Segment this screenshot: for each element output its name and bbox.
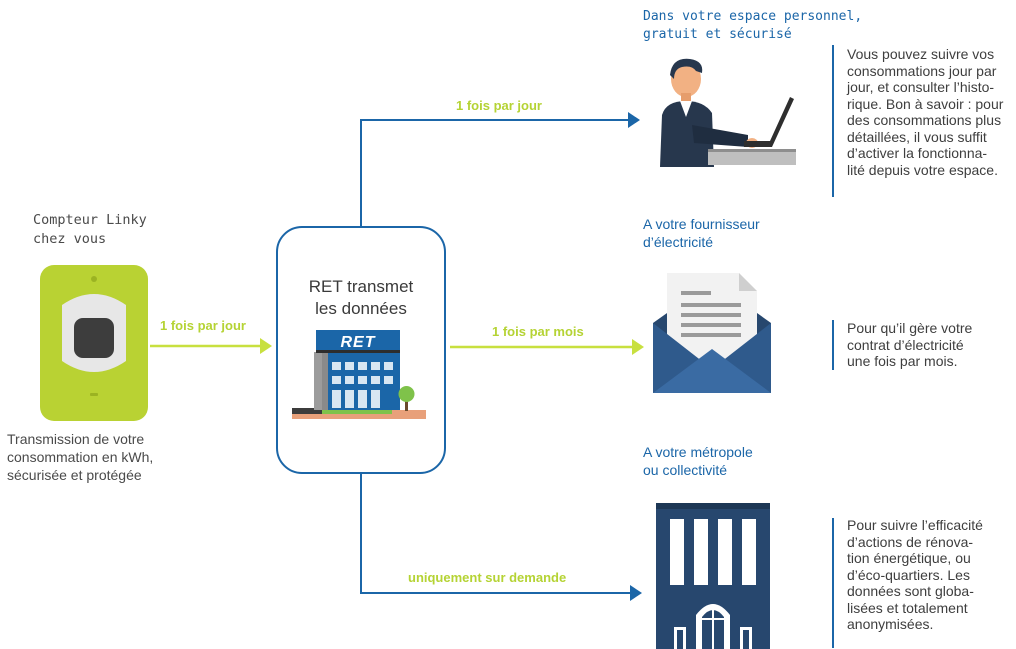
personal-text-line: détaillées, il vous suffit	[847, 128, 987, 145]
personal-text-line: rique. Bon à savoir : pour	[847, 95, 1004, 112]
supplier-description: Pour qu’il gère votre contrat d’électric…	[847, 320, 1012, 370]
ret-title-line1: RET transmet	[308, 277, 414, 296]
arrow-meter-to-ret-head	[260, 338, 272, 354]
city-hall-building-icon	[656, 503, 770, 649]
meter-caption-line3: sécurisée et protégée	[7, 467, 142, 483]
supplier-title: A votre fournisseur d’électricité	[643, 215, 760, 251]
metropole-text-bar	[832, 518, 834, 648]
supplier-text-bar	[832, 320, 834, 370]
metropole-text-line: d’actions de rénova-	[847, 533, 974, 550]
meter-caption-line2: consommation en kWh,	[7, 449, 154, 465]
metropole-text-line: tion énergétique, ou	[847, 550, 971, 566]
linky-meter-icon	[40, 265, 148, 421]
meter-caption-line1: Transmission de votre	[7, 431, 145, 447]
metropole-description: Pour suivre l’efficacité d’actions de ré…	[847, 517, 1012, 633]
arrow-to-metropole-line	[360, 472, 630, 594]
personal-title-line1: Dans votre espace personnel,	[643, 9, 863, 24]
metropole-text-line: Pour suivre l’efficacité	[847, 517, 983, 533]
meter-caption: Transmission de votre consommation en kW…	[7, 430, 153, 484]
supplier-title-line2: d’électricité	[643, 234, 714, 250]
arrow-to-personal-head	[628, 112, 640, 128]
personal-text-line: lité depuis votre espace.	[847, 161, 998, 178]
meter-title-line2: chez vous	[33, 231, 107, 247]
supplier-text-line: une fois par mois.	[847, 353, 958, 369]
arrow-to-supplier-head	[632, 339, 644, 355]
label-to-metropole: uniquement sur demande	[408, 570, 567, 585]
metropole-text-line: anonymisées.	[847, 616, 934, 632]
personal-title: Dans votre espace personnel, gratuit et …	[643, 8, 862, 44]
arrow-to-metropole-head	[630, 585, 642, 601]
ret-title: RET transmet les données	[278, 276, 444, 320]
label-to-personal: 1 fois par jour	[456, 98, 542, 113]
ret-building-icon: RET	[292, 330, 426, 419]
personal-text-line: Vous pouvez suivre vos	[847, 46, 995, 62]
personal-description: Vous pouvez suivre vos consommations jou…	[847, 46, 1012, 178]
envelope-letter-icon	[653, 273, 771, 393]
personal-text-line: jour, et consulter l’histo-	[847, 79, 995, 95]
metropole-title: A votre métropole ou collectivité	[643, 443, 753, 479]
ret-title-line2: les données	[315, 299, 407, 318]
metropole-text-line: d’éco-quartiers. Les	[847, 566, 970, 583]
ret-logo-text: RET	[341, 334, 376, 351]
supplier-title-line1: A votre fournisseur	[643, 216, 760, 232]
meter-title: Compteur Linky chez vous	[33, 211, 147, 249]
personal-text-line: consommations jour par	[847, 62, 997, 79]
arrow-to-personal-line	[360, 119, 628, 228]
supplier-text-line: Pour qu’il gère votre	[847, 320, 973, 336]
metropole-title-line2: ou collectivité	[643, 462, 728, 478]
label-to-supplier: 1 fois par mois	[492, 324, 584, 339]
metropole-title-line1: A votre métropole	[643, 444, 753, 460]
personal-text-line: des consommations plus	[847, 112, 1002, 128]
personal-text-line: d’activer la fonctionna-	[847, 145, 988, 161]
metropole-text-line: lisées et totalement	[847, 599, 968, 616]
meter-title-line1: Compteur Linky	[33, 212, 147, 228]
person-laptop-icon	[660, 58, 796, 167]
personal-text-bar	[832, 45, 834, 197]
personal-title-line2: gratuit et sécurisé	[643, 27, 792, 42]
metropole-text-line: données sont globa-	[847, 583, 974, 599]
supplier-text-line: contrat d’électricité	[847, 336, 964, 353]
label-meter-to-ret: 1 fois par jour	[160, 318, 246, 333]
